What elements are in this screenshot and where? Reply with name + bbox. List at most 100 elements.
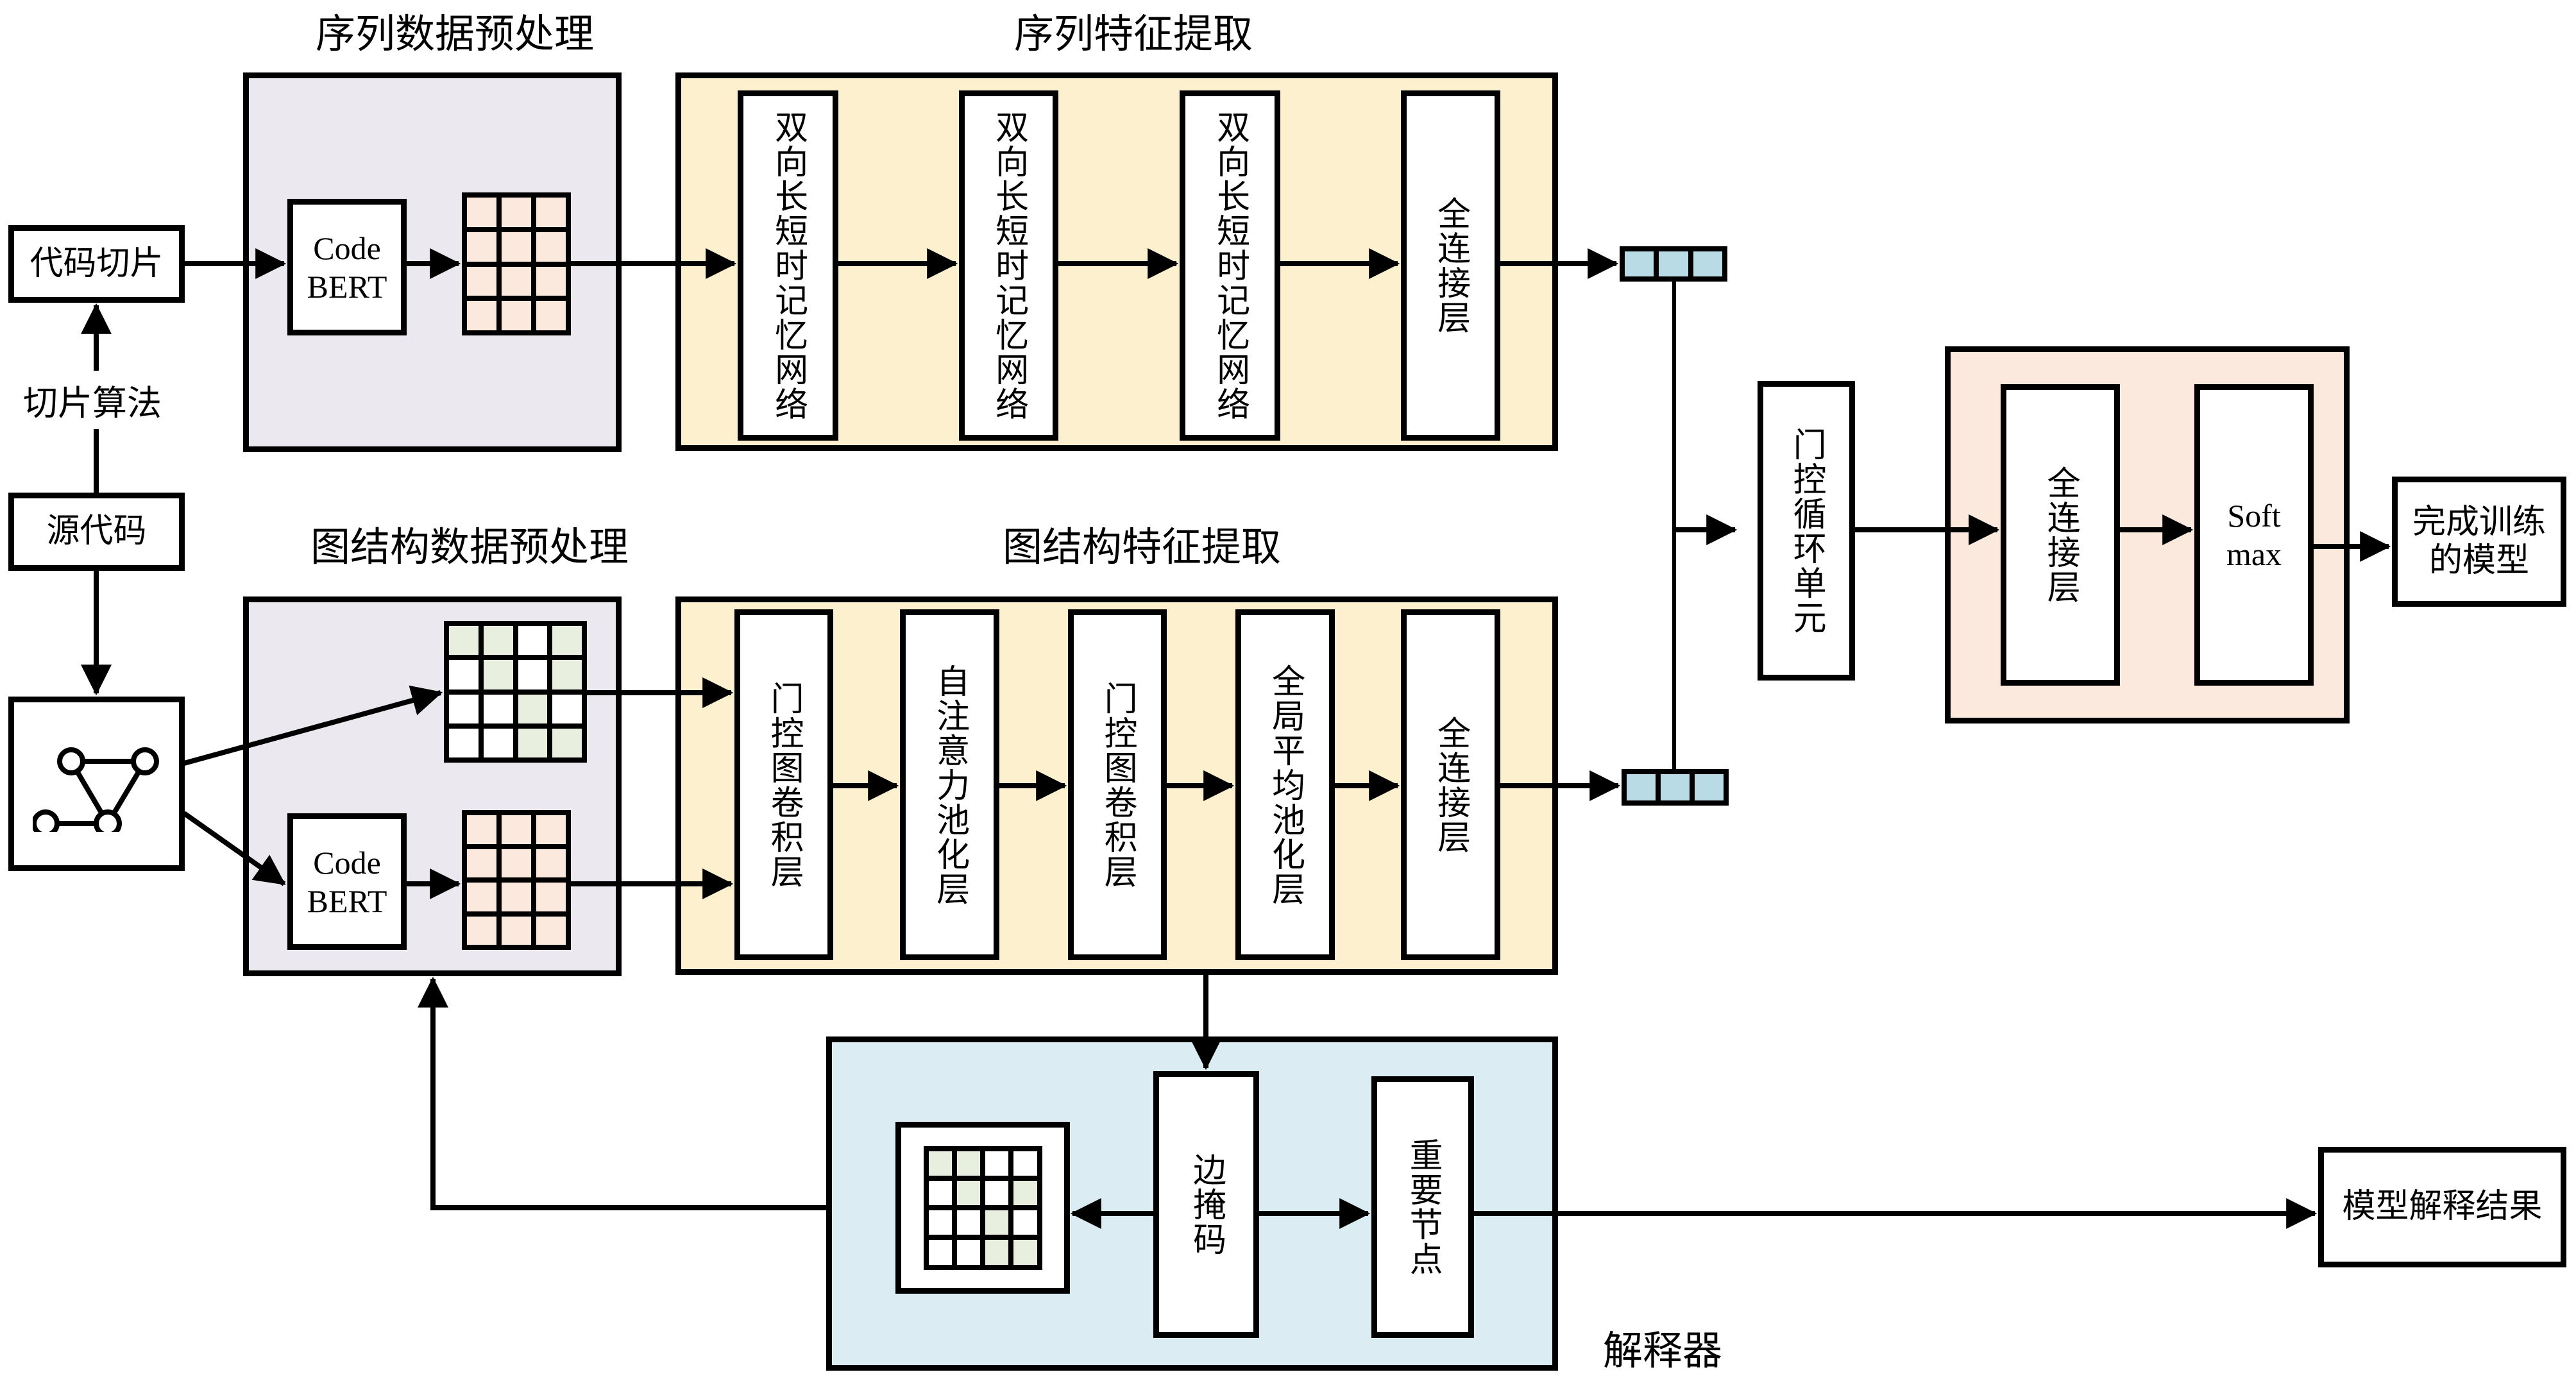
matrix-cell	[956, 1180, 980, 1205]
matrix-cell	[956, 1240, 980, 1265]
vector-cell	[1659, 251, 1688, 276]
sequence-output-vector	[1620, 246, 1727, 282]
gated-graph-conv-layer-2-label: 门控图卷积层	[1098, 681, 1137, 889]
gated-graph-conv-layer-1: 门控图卷积层	[734, 609, 833, 960]
code-slice-label: 代码切片	[30, 244, 164, 283]
mask-matrix-grid	[923, 1146, 1042, 1270]
matrix-cell	[483, 660, 513, 690]
codebert-sequence-box: Code BERT	[287, 199, 407, 335]
matrix-cell	[502, 198, 531, 227]
slicing-algorithm-label: 切片算法	[23, 371, 162, 429]
matrix-cell	[985, 1151, 1009, 1176]
matrix-cell	[502, 232, 531, 262]
matrix-cell	[985, 1240, 1009, 1265]
matrix-cell	[502, 266, 531, 296]
gru-box: 门控循环单元	[1758, 381, 1855, 681]
matrix-cell	[928, 1210, 952, 1235]
matrix-cell	[1013, 1210, 1037, 1235]
matrix-cell	[536, 849, 566, 877]
trained-model-line1: 完成训练	[2412, 502, 2546, 541]
mask-matrix-frame	[895, 1122, 1070, 1294]
sequence-preprocessing-title: 序列数据预处理	[315, 10, 595, 57]
softmax-layer: Soft max	[2194, 384, 2314, 686]
source-code-box: 源代码	[8, 493, 185, 571]
matrix-cell	[518, 728, 548, 757]
matrix-cell	[518, 694, 548, 723]
edge-mask-label: 边掩码	[1187, 1153, 1226, 1256]
matrix-cell	[502, 301, 531, 330]
bilstm-layer-3-label: 双向长短时记忆网络	[1210, 110, 1250, 421]
matrix-cell	[928, 1180, 952, 1205]
graph-embedding-grid	[462, 810, 571, 950]
graph-output-vector	[1622, 769, 1729, 806]
bilstm-layer-1-label: 双向长短时记忆网络	[768, 110, 808, 421]
matrix-cell	[1013, 1151, 1037, 1176]
global-average-pooling-label: 全局平均池化层	[1266, 663, 1305, 906]
matrix-cell	[1013, 1240, 1037, 1265]
softmax-line2: max	[2226, 536, 2282, 572]
bilstm-layer-3: 双向长短时记忆网络	[1180, 90, 1280, 441]
matrix-cell	[1013, 1180, 1037, 1205]
vector-cell	[1661, 774, 1690, 800]
matrix-cell	[483, 728, 513, 757]
code-slice-box: 代码切片	[8, 225, 185, 303]
classifier-fc-layer: 全连接层	[2001, 384, 2120, 686]
matrix-cell	[552, 626, 582, 656]
matrix-cell	[928, 1240, 952, 1265]
gated-graph-conv-layer-1-label: 门控图卷积层	[765, 681, 804, 889]
source-code-label: 源代码	[46, 512, 147, 551]
trained-model-box: 完成训练 的模型	[2392, 477, 2566, 607]
matrix-cell	[502, 916, 531, 945]
matrix-cell	[536, 232, 566, 262]
graph-icon	[32, 747, 159, 832]
bilstm-layer-1: 双向长短时记忆网络	[738, 90, 838, 441]
sequence-fc-layer: 全连接层	[1401, 90, 1500, 441]
matrix-cell	[956, 1210, 980, 1235]
graph-preprocessing-title: 图结构数据预处理	[310, 523, 629, 570]
self-attention-pooling-layer: 自注意力池化层	[900, 609, 999, 960]
classifier-fc-label: 全连接层	[2041, 466, 2080, 604]
matrix-cell	[956, 1151, 980, 1176]
adjacency-matrix-grid	[444, 621, 587, 763]
matrix-cell	[467, 815, 496, 844]
matrix-cell	[467, 849, 496, 877]
matrix-cell	[502, 883, 531, 911]
matrix-cell	[552, 694, 582, 723]
graph-box	[8, 697, 185, 871]
matrix-cell	[536, 266, 566, 296]
trained-model-line2: 的模型	[2428, 541, 2529, 580]
codebert-line1: Code	[313, 230, 381, 266]
matrix-cell	[536, 198, 566, 227]
matrix-cell	[552, 660, 582, 690]
matrix-cell	[467, 916, 496, 945]
matrix-cell	[467, 883, 496, 911]
graph-fc-layer: 全连接层	[1401, 609, 1500, 960]
softmax-line1: Soft	[2227, 498, 2281, 534]
vector-cell	[1693, 251, 1722, 276]
vector-cell	[1625, 251, 1654, 276]
vector-cell	[1695, 774, 1724, 800]
matrix-cell	[449, 660, 479, 690]
matrix-cell	[467, 266, 496, 296]
codebert-line2: BERT	[307, 268, 387, 305]
graph-fc-layer-label: 全连接层	[1431, 715, 1470, 854]
bilstm-layer-2: 双向长短时记忆网络	[959, 90, 1058, 441]
sequence-feature-title: 序列特征提取	[1013, 10, 1253, 57]
matrix-cell	[536, 301, 566, 330]
matrix-cell	[985, 1210, 1009, 1235]
matrix-cell	[518, 626, 548, 656]
matrix-cell	[449, 728, 479, 757]
explanation-result-label: 模型解释结果	[2342, 1187, 2543, 1226]
matrix-cell	[483, 626, 513, 656]
matrix-cell	[483, 694, 513, 723]
self-attention-pooling-label: 自注意力池化层	[930, 663, 969, 906]
matrix-cell	[985, 1180, 1009, 1205]
matrix-cell	[449, 626, 479, 656]
global-average-pooling-layer: 全局平均池化层	[1235, 609, 1335, 960]
edge-mask-box: 边掩码	[1153, 1071, 1259, 1338]
gated-graph-conv-layer-2: 门控图卷积层	[1068, 609, 1167, 960]
bilstm-layer-2-label: 双向长短时记忆网络	[989, 110, 1028, 421]
arrow-graph-to-adjacency	[183, 685, 443, 766]
matrix-cell	[467, 232, 496, 262]
